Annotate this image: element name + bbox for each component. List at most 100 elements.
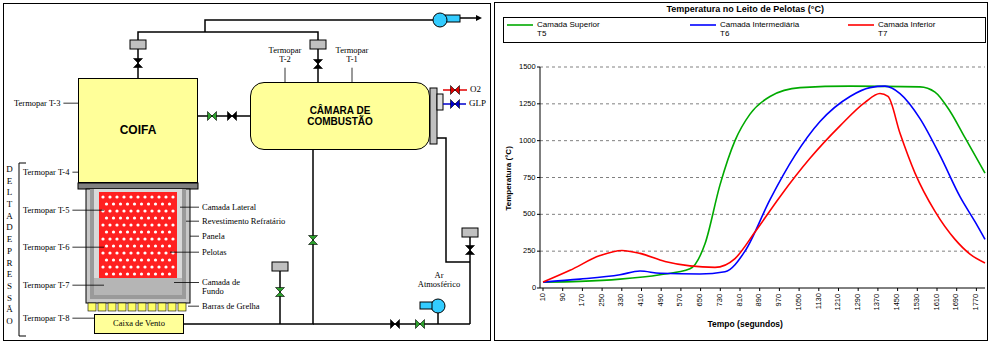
pellet xyxy=(115,237,118,240)
pellet-bed xyxy=(99,192,177,278)
pipe xyxy=(437,313,439,324)
pressure-bracket xyxy=(19,163,26,164)
x-tick xyxy=(621,288,622,291)
valve-symbol xyxy=(451,100,460,109)
burner-flange xyxy=(430,88,437,144)
pellet xyxy=(112,230,115,233)
pellet xyxy=(122,195,125,198)
pellet xyxy=(126,202,129,205)
pellet xyxy=(101,195,104,198)
thermocouple-label: Termopar T-8 xyxy=(23,314,69,323)
grid-line xyxy=(540,288,985,289)
pellet xyxy=(108,265,111,268)
legend-line xyxy=(848,24,874,26)
axis-tick-label: 490 xyxy=(657,293,665,306)
pellet xyxy=(126,216,129,219)
side-layer xyxy=(94,189,182,295)
axis-tick-label: 1210 xyxy=(834,293,842,310)
pressure-label: DELTA DE PRESSÃO xyxy=(5,164,14,328)
axis-tick-label: 970 xyxy=(775,293,783,306)
thermocouple-label: Termopar T-7 xyxy=(23,281,69,290)
pellet xyxy=(122,265,125,268)
pellet xyxy=(161,258,164,261)
pellet xyxy=(161,216,164,219)
part-label: Revestimento Refratário xyxy=(202,217,285,226)
pellet xyxy=(115,265,118,268)
pellet xyxy=(119,230,122,233)
wind-box: Caixa de Vento xyxy=(94,314,184,334)
part-label: Camada Lateral xyxy=(202,203,256,212)
legend-text: Camada Superior T5 xyxy=(537,20,605,38)
grate-bar xyxy=(128,303,136,311)
pellet xyxy=(119,202,122,205)
pellet xyxy=(136,265,139,268)
valve-symbol xyxy=(134,59,143,68)
chimney xyxy=(130,40,146,49)
pellet xyxy=(168,202,171,205)
pellet xyxy=(168,258,171,261)
x-tick xyxy=(877,288,878,291)
axis-tick-label: 650 xyxy=(696,293,704,306)
part-label: Panela xyxy=(202,232,225,241)
pellet xyxy=(115,195,118,198)
pellet xyxy=(129,223,132,226)
grate-bar xyxy=(98,303,106,311)
leader-line xyxy=(285,68,286,82)
pellet xyxy=(108,209,111,212)
grate-bar xyxy=(178,303,186,311)
pellet xyxy=(168,230,171,233)
x-tick xyxy=(720,288,721,291)
pellet xyxy=(133,230,136,233)
valve-symbol xyxy=(466,246,475,255)
pellet xyxy=(147,230,150,233)
pellet xyxy=(105,216,108,219)
axis-tick-label: 1690 xyxy=(952,293,960,310)
exhaust-pipe xyxy=(460,17,476,19)
axis-tick-label: 890 xyxy=(755,293,763,306)
pellet xyxy=(115,251,118,254)
pellet xyxy=(171,195,174,198)
pipe-connector xyxy=(198,115,250,117)
pellet xyxy=(101,251,104,254)
pellet xyxy=(147,202,150,205)
pellet xyxy=(154,272,157,275)
grate-bar xyxy=(148,303,156,311)
x-tick xyxy=(680,288,681,291)
pellet xyxy=(115,223,118,226)
legend-text: Camada Inferior T7 xyxy=(878,20,940,38)
leader-line xyxy=(352,68,353,82)
leader-line xyxy=(190,236,199,237)
pellet xyxy=(108,195,111,198)
x-tick xyxy=(740,288,741,291)
grate-bar xyxy=(118,303,126,311)
pellet xyxy=(143,195,146,198)
pellet-dots xyxy=(101,195,174,275)
x-tick xyxy=(937,288,938,291)
pellet xyxy=(112,258,115,261)
pellet xyxy=(157,265,160,268)
pellet xyxy=(129,251,132,254)
axis-tick-label: 1450 xyxy=(893,293,901,310)
pellet xyxy=(122,223,125,226)
pellet xyxy=(161,202,164,205)
pellet xyxy=(154,258,157,261)
pellet xyxy=(122,237,125,240)
part-label: Pelotas xyxy=(202,248,227,257)
pellet xyxy=(133,258,136,261)
pellet xyxy=(143,237,146,240)
x-tick xyxy=(641,288,642,291)
pellet xyxy=(126,272,129,275)
pellet xyxy=(133,272,136,275)
valve-symbol xyxy=(391,320,400,329)
pellet xyxy=(105,202,108,205)
pellet xyxy=(105,244,108,247)
valve-symbol xyxy=(451,86,460,95)
pellet xyxy=(171,209,174,212)
pressure-bracket xyxy=(19,163,20,336)
part-label: Barras de Grelha xyxy=(202,302,260,311)
pellet xyxy=(140,202,143,205)
refractory-lining xyxy=(90,189,186,299)
pellet xyxy=(126,258,129,261)
grate-bar xyxy=(158,303,166,311)
grid-line xyxy=(540,251,985,252)
